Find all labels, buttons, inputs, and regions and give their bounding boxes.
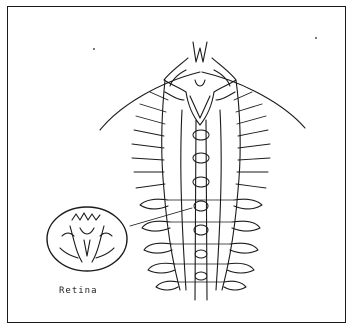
retina-inset [47, 207, 127, 271]
right-parapodia [224, 199, 262, 290]
inset-label: Retina [59, 286, 98, 296]
print-speck [93, 48, 95, 50]
left-parapodia [140, 199, 178, 290]
left-antenna [100, 72, 200, 130]
head [164, 42, 236, 125]
print-speck [315, 37, 317, 39]
